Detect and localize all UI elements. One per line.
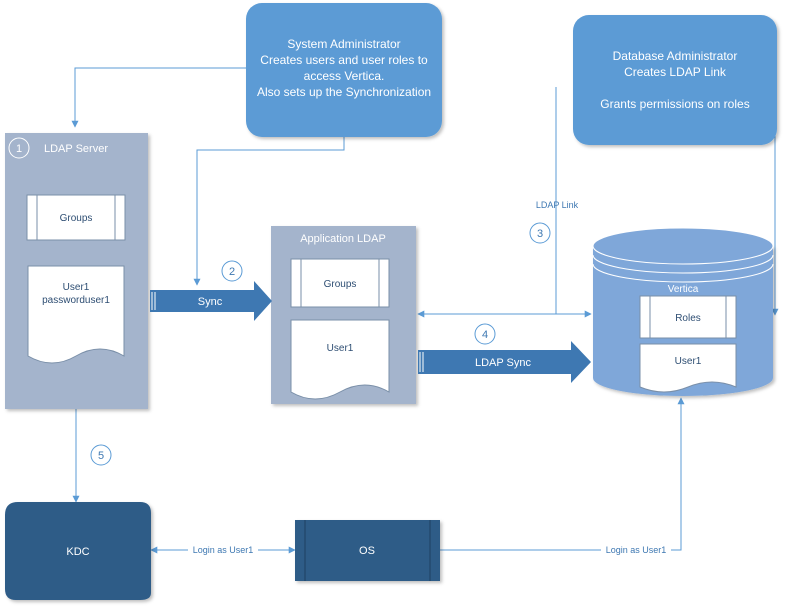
ldap-server-user-line1: User1 bbox=[63, 282, 90, 293]
app-ldap-groups-box[interactable]: Groups bbox=[290, 258, 390, 308]
vertica-roles-box[interactable]: Roles bbox=[639, 295, 737, 339]
kdc-box[interactable]: KDC bbox=[5, 502, 151, 600]
login-vertica-label: Login as User1 bbox=[606, 545, 667, 555]
vertica-user-label: User1 bbox=[675, 356, 702, 367]
sync-arrow[interactable]: Sync bbox=[150, 281, 272, 321]
sysadmin-line1: System Administrator bbox=[287, 37, 400, 51]
sysadmin-to-sync-line bbox=[193, 137, 345, 286]
app-ldap-user-document[interactable]: User1 bbox=[290, 319, 390, 400]
sysadmin-line4: Also sets up the Synchronization bbox=[257, 85, 431, 99]
vertica-user-document[interactable]: User1 bbox=[639, 343, 737, 393]
step-2-number: 2 bbox=[229, 266, 235, 278]
ldap-server-container[interactable]: 1 LDAP Server Groups User1 passworduser1 bbox=[5, 133, 148, 409]
os-box[interactable]: OS bbox=[295, 520, 440, 581]
application-ldap-title: Application LDAP bbox=[300, 233, 386, 245]
ldap-server-groups-box[interactable]: Groups bbox=[26, 194, 126, 241]
os-label: OS bbox=[359, 545, 375, 557]
dbadmin-line1: Database Administrator bbox=[613, 49, 738, 63]
step-3-number: 3 bbox=[537, 228, 543, 240]
login-kdc-label: Login as User1 bbox=[193, 545, 254, 555]
os-to-vertica-line bbox=[440, 397, 685, 551]
database-administrator-box[interactable]: Database Administrator Creates LDAP Link… bbox=[573, 15, 777, 145]
step-2-marker: 2 bbox=[221, 260, 243, 282]
vertica-title: Vertica bbox=[668, 284, 699, 295]
vertica-roles-label: Roles bbox=[675, 313, 701, 324]
dbadmin-line3: Grants permissions on roles bbox=[600, 97, 749, 111]
ldap-link-label: LDAP Link bbox=[536, 200, 579, 210]
ldap-server-groups-label: Groups bbox=[60, 213, 93, 224]
ldap-sync-label: LDAP Sync bbox=[475, 357, 532, 369]
dbadmin-line2: Creates LDAP Link bbox=[624, 65, 727, 79]
ldap-server-user-document[interactable]: User1 passworduser1 bbox=[27, 265, 125, 364]
step-1-number: 1 bbox=[16, 143, 22, 155]
step-5-number: 5 bbox=[98, 450, 104, 462]
ldap-server-title: LDAP Server bbox=[44, 143, 108, 155]
sysadmin-to-ldap-server-line bbox=[71, 67, 246, 128]
app-ldap-user-label: User1 bbox=[327, 343, 354, 354]
ldap-server-user-line2: passworduser1 bbox=[42, 295, 110, 306]
sync-label: Sync bbox=[198, 296, 223, 308]
sysadmin-line2: Creates users and user roles to bbox=[260, 53, 428, 67]
step-3-marker: 3 bbox=[529, 222, 551, 244]
ldap-sync-arrow[interactable]: LDAP Sync bbox=[418, 341, 591, 383]
application-ldap-container[interactable]: Application LDAP Groups User1 bbox=[271, 226, 416, 404]
kdc-label: KDC bbox=[66, 546, 89, 558]
sysadmin-line3: access Vertica. bbox=[304, 69, 385, 83]
step-4-number: 4 bbox=[482, 329, 488, 341]
step-4-marker: 4 bbox=[474, 323, 496, 345]
vertica-database[interactable]: Vertica Roles User1 bbox=[592, 227, 774, 396]
system-administrator-box[interactable]: System Administrator Creates users and u… bbox=[246, 3, 442, 137]
app-ldap-groups-label: Groups bbox=[324, 279, 357, 290]
step-5-marker: 5 bbox=[90, 444, 112, 466]
step-1-circle bbox=[8, 137, 30, 159]
